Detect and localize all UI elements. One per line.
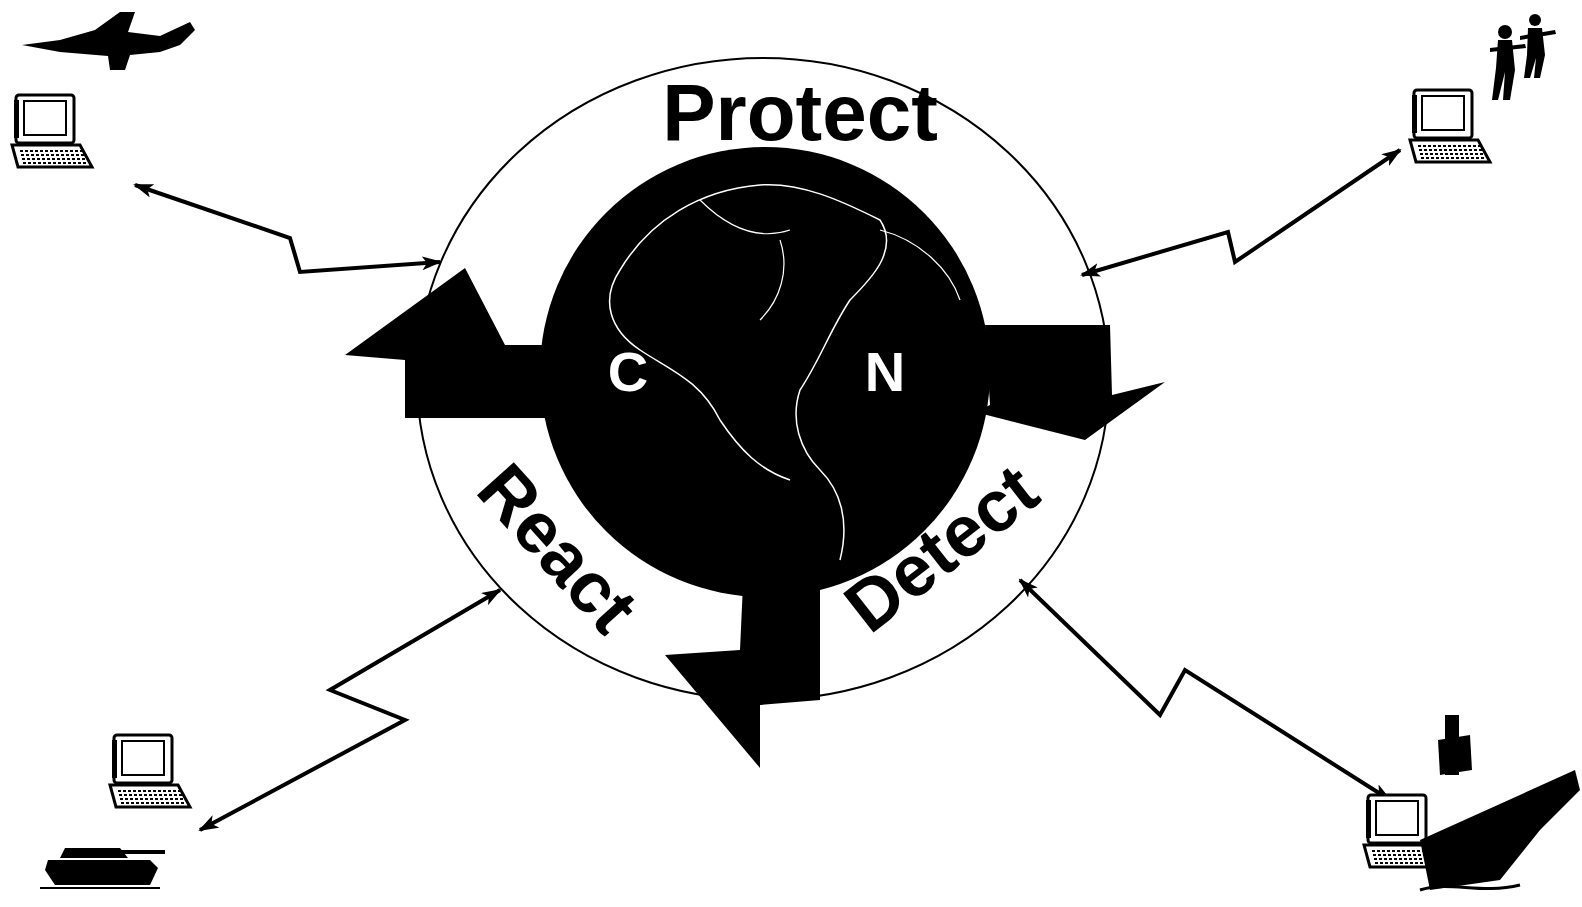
jet-icon [22,12,195,70]
globe-letter: N [865,344,905,400]
carrier-icon [1420,715,1580,890]
globe-letter: C [608,344,648,400]
stage-label: Protect [662,73,938,153]
cycle-ring: ProtectReact Detect [415,56,1111,702]
link-arrows [135,150,1400,830]
stage-label: Detect [832,452,1050,644]
cycle-arrows [345,268,1165,768]
stage-label: React [466,451,651,645]
laptop-icon [12,95,92,167]
laptop-icon [110,735,190,807]
tank-icon [40,848,165,888]
laptop-icon [1410,90,1490,162]
soldiers-icon [1490,14,1556,100]
